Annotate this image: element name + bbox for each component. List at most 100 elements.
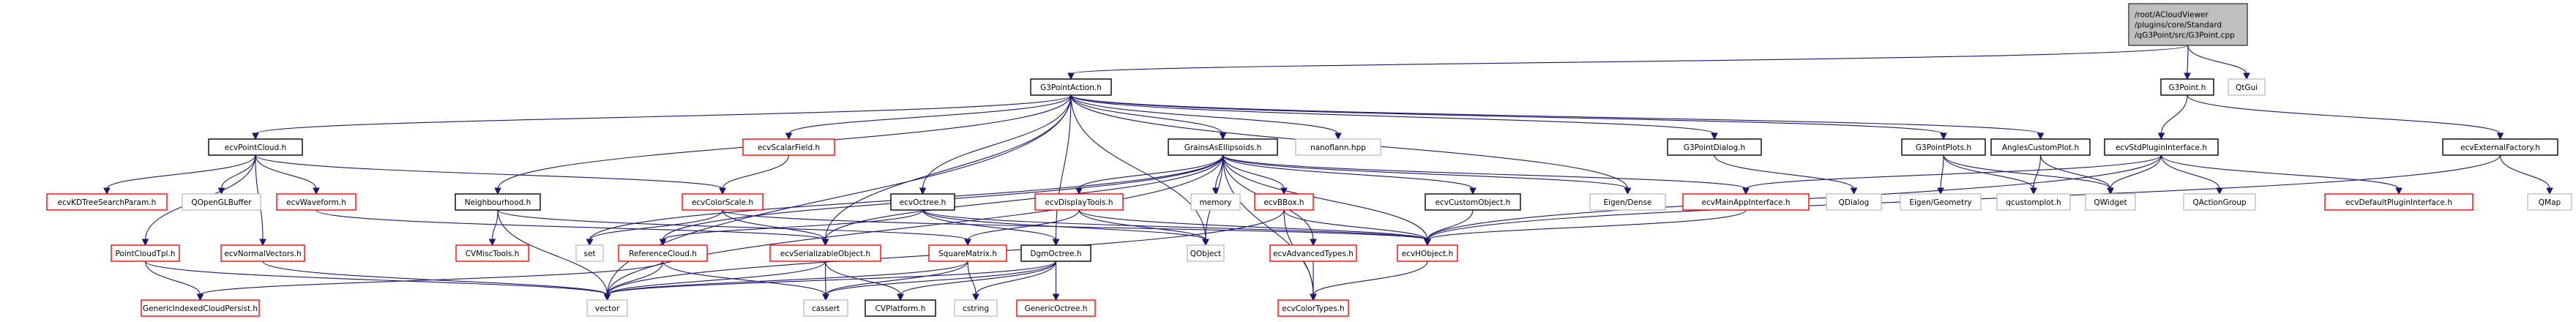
node-ecvNormalVectors[interactable]: ecvNormalVectors.h — [220, 244, 305, 262]
edge-G3PointAction-to-ecvSerializableObject — [824, 94, 1072, 241]
node-G3PointAction[interactable]: G3PointAction.h — [1030, 78, 1112, 96]
node-box — [1254, 193, 1314, 211]
node-box — [2183, 193, 2256, 211]
node-box — [865, 299, 936, 317]
node-ecvCustomObject[interactable]: ecvCustomObject.h — [1425, 193, 1521, 211]
edge-GrainsAsEllipsoids-to-ecvSerializableObject — [824, 154, 1224, 241]
edge-root-to-G3Point — [2187, 45, 2189, 75]
node-ecvDefaultPluginInterface[interactable]: ecvDefaultPluginInterface.h — [2324, 193, 2474, 211]
edge-ecvCustomObject-to-ecvHObject — [1427, 209, 1474, 241]
node-Neighbourhood[interactable]: Neighbourhood.h — [455, 193, 541, 211]
node-ecvColorScale[interactable]: ecvColorScale.h — [682, 193, 764, 211]
edge-ecvScalarField-to-ecvColorScale — [722, 154, 790, 190]
node-GrainsAsEllipsoids[interactable]: GrainsAsEllipsoids.h — [1168, 138, 1278, 156]
node-box — [1589, 193, 1666, 211]
edge-Neighbourhood-to-CVMiscTools — [491, 209, 499, 241]
arrowhead-GrainsAsEllipsoids-to-EigenDense — [1624, 187, 1632, 195]
edge-ecvDisplayTools-to-ecvHObject — [1078, 209, 1428, 241]
node-box — [2324, 193, 2474, 211]
arrowhead-GrainsAsEllipsoids-to-memory — [1212, 187, 1220, 195]
edge-G3PointAction-to-QObject — [1070, 94, 1206, 241]
arrowhead-GrainsAsEllipsoids-to-ecvCustomObject — [1469, 187, 1476, 195]
edge-ecvOctree-to-QObject — [922, 209, 1206, 241]
node-label: Eigen/Dense — [1604, 198, 1652, 207]
node-label: memory — [1200, 198, 1232, 207]
edge-ecvOctree-to-DgmOctree — [922, 209, 1057, 241]
node-box — [220, 244, 305, 262]
node-ecvExternalFactory[interactable]: ecvExternalFactory.h — [2442, 138, 2558, 156]
node-G3Point[interactable]: G3Point.h — [2160, 78, 2214, 96]
node-EigenGeometry: Eigen/Geometry — [1900, 193, 1982, 211]
node-box — [1034, 193, 1124, 211]
node-root[interactable]: /root/ACloudViewer/plugins/core/Standard… — [2128, 3, 2248, 46]
arrowhead-G3PointAction-to-Neighbourhood — [494, 187, 501, 195]
arrowhead-G3PointAction-to-ecvPointCloud — [252, 132, 259, 141]
node-box — [2527, 193, 2572, 211]
edge-DgmOctree-to-cassert — [825, 261, 1057, 296]
node-ecvScalarField[interactable]: ecvScalarField.h — [742, 138, 835, 156]
edge-ReferenceCloud-to-GenericIndexedCloudPersist — [199, 261, 664, 296]
node-box — [1020, 244, 1091, 262]
node-CVPlatform[interactable]: CVPlatform.h — [865, 299, 936, 317]
node-box — [1295, 138, 1381, 156]
node-ecvBBox[interactable]: ecvBBox.h — [1254, 193, 1314, 211]
node-box — [1826, 193, 1882, 211]
node-SquareMatrix[interactable]: SquareMatrix.h — [928, 244, 1007, 262]
edge-GrainsAsEllipsoids-to-ecvBBox — [1222, 154, 1285, 190]
node-ecvHObject[interactable]: ecvHObject.h — [1397, 244, 1458, 262]
node-G3PointPlots[interactable]: G3PointPlots.h — [1901, 138, 1986, 156]
node-box — [586, 299, 628, 317]
edge-ecvOctree-to-ReferenceCloud — [662, 209, 924, 241]
arrowhead-GrainsAsEllipsoids-to-ecvAdvancedTypes — [1310, 239, 1317, 247]
node-box — [769, 244, 881, 262]
edge-G3PointAction-to-ecvScalarField — [788, 94, 1072, 135]
node-ecvMainAppInterface[interactable]: ecvMainAppInterface.h — [1682, 193, 1810, 211]
edge-GrainsAsEllipsoids-to-ecvHObject — [1222, 154, 1428, 241]
node-AnglesCustomPlot[interactable]: AnglesCustomPlot.h — [1990, 138, 2091, 156]
node-box — [1187, 244, 1225, 262]
arrowhead-DgmOctree-to-CVPlatform — [897, 293, 904, 302]
node-ecvAdvancedTypes[interactable]: ecvAdvancedTypes.h — [1269, 244, 1357, 262]
edge-GrainsAsEllipsoids-to-ecvCustomObject — [1222, 154, 1474, 190]
node-PointCloudTpl[interactable]: PointCloudTpl.h — [111, 244, 180, 262]
node-label: CVPlatform.h — [876, 304, 926, 313]
node-ecvPointCloud[interactable]: ecvPointCloud.h — [208, 138, 303, 156]
edge-G3PointAction-to-G3PointDialog — [1070, 94, 1715, 135]
node-ecvWaveform[interactable]: ecvWaveform.h — [276, 193, 356, 211]
node-label: G3PointAction.h — [1040, 83, 1102, 92]
node-ecvDisplayTools[interactable]: ecvDisplayTools.h — [1034, 193, 1124, 211]
node-G3PointDialog[interactable]: G3PointDialog.h — [1667, 138, 1762, 156]
node-label: ecvPointCloud.h — [225, 143, 287, 152]
node-CVMiscTools[interactable]: CVMiscTools.h — [455, 244, 529, 262]
node-label: Eigen/Geometry — [1909, 198, 1971, 207]
edge-GrainsAsEllipsoids-to-vector — [606, 154, 1224, 296]
node-label: GrainsAsEllipsoids.h — [1184, 143, 1262, 152]
edge-G3PointAction-to-ecvPointCloud — [255, 94, 1072, 135]
node-box — [1996, 193, 2071, 211]
edge-ecvBBox-to-ecvHObject — [1283, 209, 1428, 241]
node-GenericOctree[interactable]: GenericOctree.h — [1016, 299, 1096, 317]
node-box — [1016, 299, 1096, 317]
arrowhead-Neighbourhood-to-CVMiscTools — [488, 239, 496, 247]
node-GenericIndexedCloudPersist[interactable]: GenericIndexedCloudPersist.h — [141, 299, 260, 317]
node-ecvStdPluginInterface[interactable]: ecvStdPluginInterface.h — [2104, 138, 2219, 156]
node-ReferenceCloud[interactable]: ReferenceCloud.h — [618, 244, 708, 262]
node-label: ecvOctree.h — [900, 198, 947, 207]
edge-ecvPointCloud-to-ecvColorScale — [255, 154, 723, 190]
edge-root-to-QtGui — [2187, 45, 2247, 75]
arrowhead-AnglesCustomPlot-to-qcustomplot — [2030, 187, 2037, 195]
node-QDialog: QDialog — [1826, 193, 1882, 211]
node-DgmOctree[interactable]: DgmOctree.h — [1020, 244, 1091, 262]
node-box — [182, 193, 261, 211]
node-ecvKDTreeSearchParam[interactable]: ecvKDTreeSearchParam.h — [46, 193, 168, 211]
arrowhead-ecvPointCloud-to-PointCloudTpl — [141, 239, 149, 247]
edge-GrainsAsEllipsoids-to-ecvDisplayTools — [1078, 154, 1224, 190]
node-ecvSerializableObject[interactable]: ecvSerializableObject.h — [769, 244, 881, 262]
node-ecvOctree[interactable]: ecvOctree.h — [890, 193, 955, 211]
edge-G3Point-to-ecvExternalFactory — [2187, 94, 2501, 135]
arrowhead-ecvStdPluginInterface-to-QWidget — [2107, 187, 2114, 195]
node-label: ecvHObject.h — [1402, 250, 1454, 258]
node-label: ecvSerializableObject.h — [780, 250, 870, 258]
node-ecvColorTypes[interactable]: ecvColorTypes.h — [1277, 299, 1349, 317]
